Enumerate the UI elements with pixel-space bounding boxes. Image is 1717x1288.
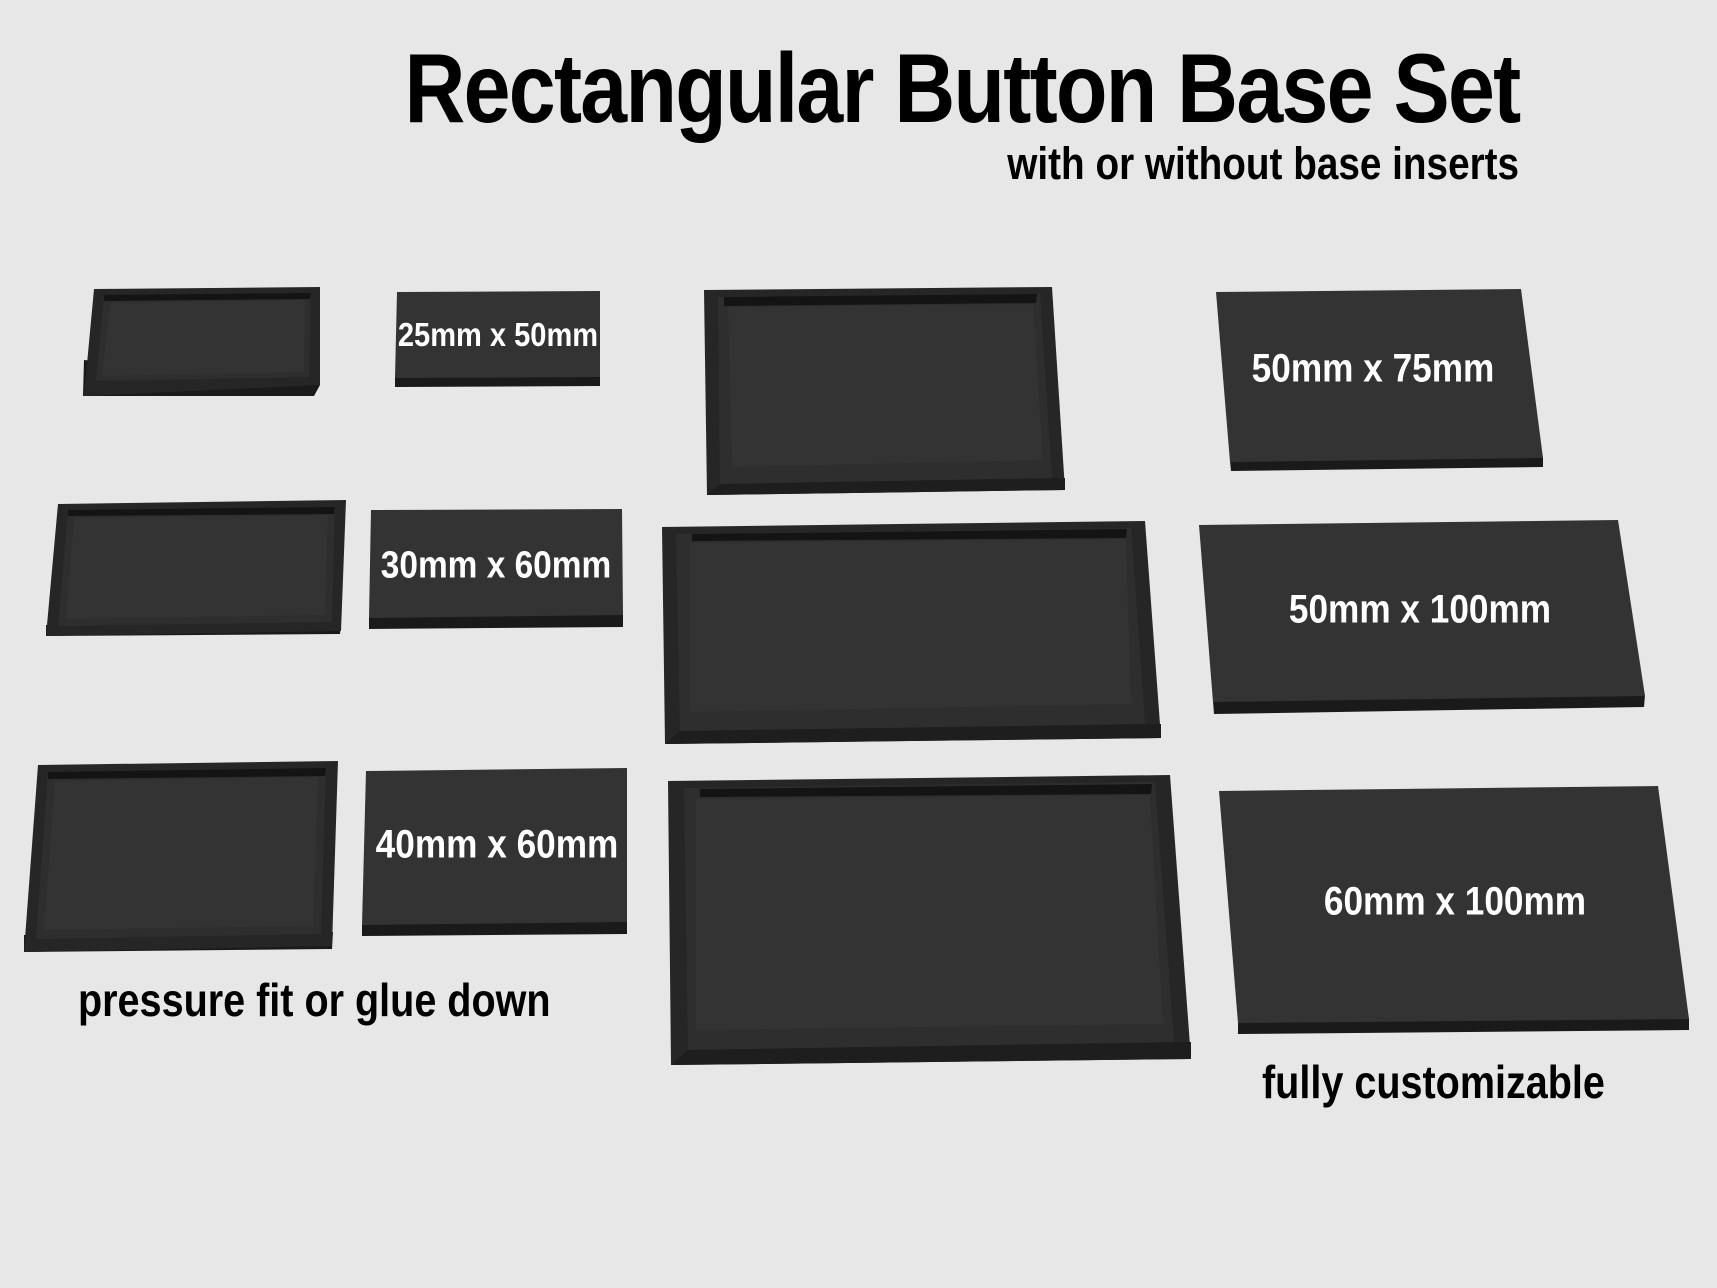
hollow-base-40x60	[24, 761, 338, 952]
size-label-60x100: 60mm x 100mm	[1323, 879, 1587, 924]
caption-pressure-fit: pressure fit or glue down	[78, 974, 551, 1026]
size-label-25x50: 25mm x 50mm	[397, 316, 599, 353]
hollow-base-30x60	[46, 500, 346, 636]
size-label-50x75: 50mm x 75mm	[1251, 346, 1495, 391]
solid-plate-50x100	[1199, 520, 1645, 714]
solid-plate-40x60	[362, 768, 627, 936]
page-title: Rectangular Button Base Set	[404, 33, 1521, 143]
solid-plate-60x100	[1219, 786, 1689, 1034]
hollow-base-60x100	[668, 775, 1191, 1065]
solid-plate-25x50	[395, 291, 600, 387]
hollow-base-50x100	[662, 521, 1161, 744]
size-label-30x60: 30mm x 60mm	[380, 544, 612, 587]
size-label-40x60: 40mm x 60mm	[375, 822, 619, 867]
page-subtitle: with or without base inserts	[1007, 138, 1519, 189]
solid-plate-30x60	[369, 509, 623, 629]
size-label-50x100: 50mm x 100mm	[1288, 587, 1552, 632]
hollow-base-25x50	[83, 287, 320, 396]
caption-customizable: fully customizable	[1262, 1056, 1605, 1108]
solid-plate-50x75	[1216, 289, 1543, 471]
hollow-base-50x75	[704, 287, 1065, 495]
